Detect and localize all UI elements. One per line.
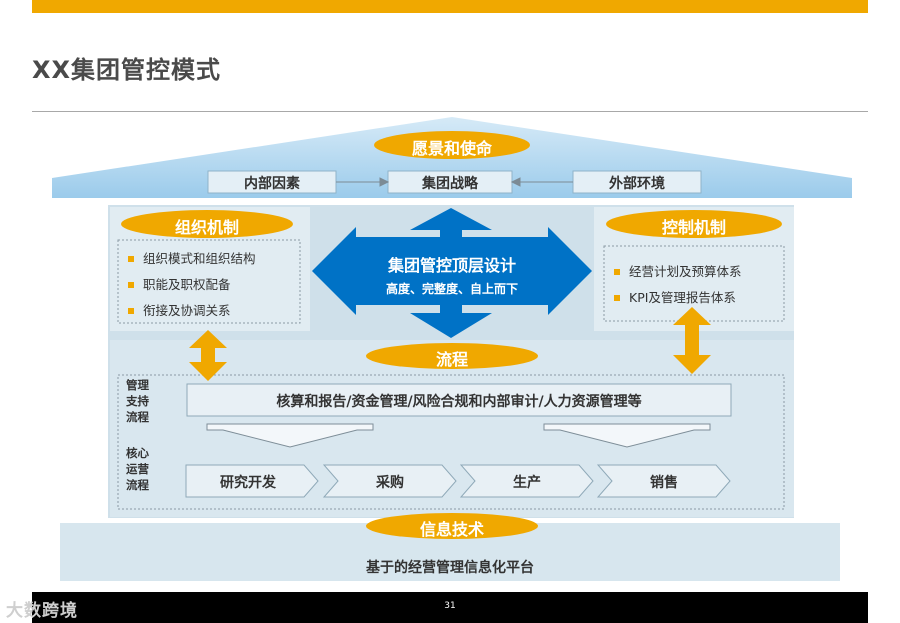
- process-title: 流程: [435, 350, 468, 369]
- left-double-arrow: [189, 330, 227, 381]
- list-item: 组织模式和组织结构: [128, 246, 256, 272]
- bullet-icon: [614, 294, 620, 301]
- list-item: 职能及职权配备: [128, 272, 256, 298]
- support-process-text: 核算和报告/资金管理/风险合规和内部审计/人力资源管理等: [276, 394, 642, 410]
- core-step-rd: 研究开发: [220, 475, 276, 491]
- chevron-rd: [185, 464, 319, 498]
- it-title: 信息技术: [419, 520, 484, 539]
- vision-label: 愿景和使命: [411, 139, 492, 158]
- internal-factors-label: 内部因素: [244, 176, 300, 192]
- roof-arrow-left: [510, 177, 573, 187]
- bullet-icon: [128, 307, 134, 314]
- process-dashed-frame: [117, 374, 785, 510]
- list-item: 衔接及协调关系: [128, 298, 256, 324]
- group-strategy-label: 集团战略: [422, 176, 478, 192]
- down-arrow-left: [206, 423, 374, 448]
- footer-bar: 31: [32, 592, 868, 623]
- org-dashed-frame: [117, 239, 301, 324]
- chevron-sales: [596, 464, 731, 498]
- page-title: XX集团管控模式: [32, 56, 222, 84]
- org-oval: [121, 210, 293, 238]
- support-process-label: 管理 支持 流程: [126, 378, 149, 424]
- roof-arrow-right: [336, 177, 390, 187]
- top-accent-bar: [32, 0, 868, 13]
- chevron-procure: [322, 464, 457, 498]
- bullet-icon: [128, 255, 134, 262]
- down-arrow-right: [543, 423, 711, 448]
- list-item: 经营计划及预算体系: [614, 259, 742, 285]
- page-number: 31: [444, 601, 456, 611]
- it-platform-text: 基于的经营管理信息化平台: [366, 560, 534, 576]
- title-divider: [32, 111, 868, 112]
- org-mechanism-title: 组织机制: [174, 218, 239, 237]
- control-items-list: 经营计划及预算体系 KPI及管理报告体系: [614, 259, 742, 311]
- core-step-sales: 销售: [650, 475, 678, 491]
- it-oval: [366, 513, 538, 539]
- bullet-icon: [614, 268, 620, 275]
- control-oval: [606, 210, 782, 238]
- chevron-produce: [459, 464, 594, 498]
- list-item: KPI及管理报告体系: [614, 285, 742, 311]
- core-step-produce: 生产: [513, 475, 541, 491]
- center-design-subtitle: 高度、完整度、自上而下: [385, 282, 518, 296]
- core-process-label: 核心 运营 流程: [126, 446, 149, 492]
- org-items-list: 组织模式和组织结构 职能及职权配备 衔接及协调关系: [128, 246, 256, 324]
- support-process-bar: [186, 383, 732, 417]
- vision-oval: [374, 131, 530, 159]
- process-oval: [366, 343, 538, 369]
- control-mechanism-title: 控制机制: [661, 218, 726, 237]
- core-step-procure: 采购: [376, 475, 404, 491]
- external-env-label: 外部环境: [609, 176, 665, 192]
- center-four-way-arrow: [312, 208, 592, 338]
- watermark-logo: 大数跨境: [6, 601, 78, 621]
- center-design-title: 集团管控顶层设计: [387, 256, 516, 275]
- bullet-icon: [128, 281, 134, 288]
- right-double-arrow: [673, 307, 711, 374]
